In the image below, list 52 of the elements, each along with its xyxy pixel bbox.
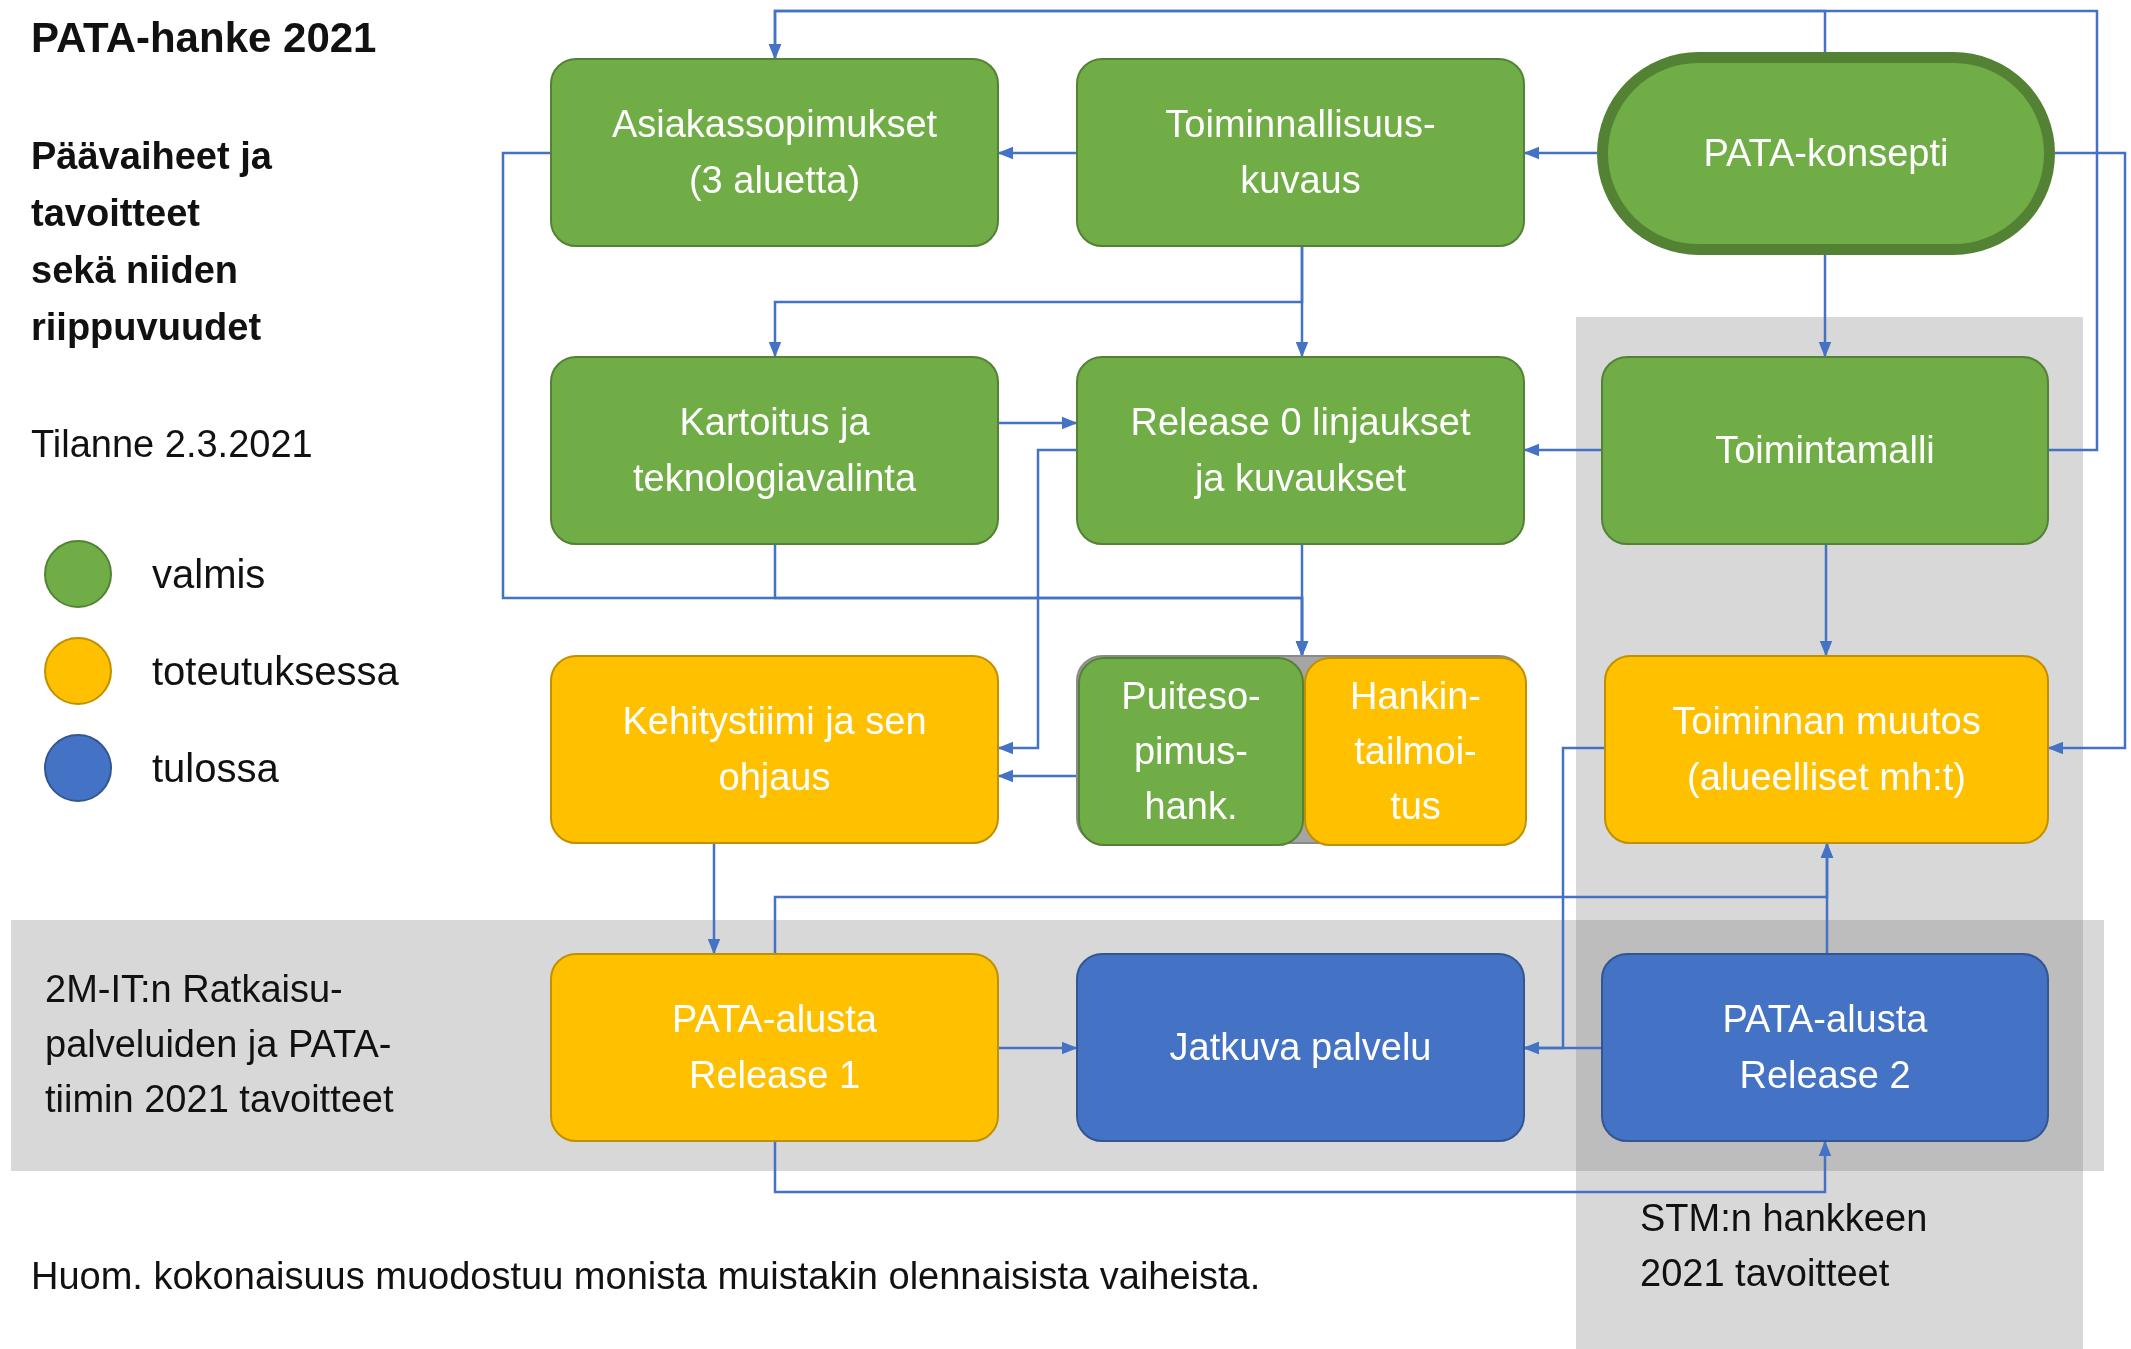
box-label: Toiminnan muutos (alueelliset mh:t) [1671, 699, 1982, 800]
legend-label: tulossa [152, 745, 279, 791]
band-label: STM:n hankkeen 2021 tavoitteet [1640, 1196, 1929, 1297]
arrow [1295, 545, 1309, 657]
box-label: Asiakassopimukset (3 aluetta) [610, 102, 939, 203]
arrow [1820, 842, 1834, 953]
group-box [1076, 655, 1525, 844]
arrow [2047, 151, 2127, 755]
arrow [999, 1041, 1078, 1055]
arrow [1819, 545, 1833, 657]
legend-label: toteutuksessa [152, 648, 399, 694]
arrow [1818, 255, 1832, 358]
band-label: 2M-IT:n Ratkaisu-palveluiden ja PATA-tiimin 2021 tavoitteet [45, 967, 395, 1123]
process-box [550, 655, 999, 844]
arrow [1523, 146, 1597, 160]
box-label: Toiminnallisuus-kuvaus [1164, 102, 1437, 203]
box-label: Toimintamalli [1714, 427, 1936, 473]
process-box [1601, 953, 2049, 1142]
box-label: Kartoitus ja teknologiavalinta [631, 400, 918, 501]
footnote: Huom. kokonaisuus muodostuu monista muistakin olennaisista vaiheista. [31, 1254, 1262, 1299]
arrow [1523, 746, 1604, 1055]
arrow [997, 146, 1076, 160]
box-label: PATA-konsepti [1702, 130, 1950, 176]
process-box [1601, 356, 2049, 545]
arrow [997, 448, 1076, 755]
box-label: Puiteso-pimus-hank. [1120, 673, 1262, 830]
process-box [1076, 356, 1525, 545]
process-box [1604, 655, 2049, 844]
process-box [1076, 953, 1525, 1142]
box-label: PATA-alusta Release 1 [671, 997, 878, 1098]
arrow [707, 844, 721, 955]
box-label: Kehitystiimi ja sen ohjaus [621, 699, 928, 800]
arrow [997, 769, 1076, 783]
arrow [1523, 443, 1601, 457]
process-box [1076, 58, 1525, 247]
process-box [1304, 657, 1527, 846]
legend-label: valmis [152, 551, 266, 597]
title: PATA-hanke 2021 [31, 14, 377, 62]
status-date: Tilanne 2.3.2021 [31, 422, 314, 467]
subtitle: Päävaiheet ja tavoitteet sekä niiden riippuvuudet [31, 134, 273, 350]
process-box [550, 356, 999, 545]
arrow [999, 416, 1078, 430]
arrow [768, 247, 1304, 358]
box-label: Jatkuva palvelu [1168, 1024, 1433, 1070]
process-box [550, 58, 999, 247]
process-box [550, 953, 999, 1142]
arrow [768, 9, 2099, 452]
arrow [773, 1140, 1832, 1194]
box-label: Hankin-tailmoi-tus [1349, 673, 1482, 830]
box-label: PATA-alusta Release 2 [1721, 997, 1929, 1098]
box-label: Release 0 linjaukset ja kuvaukset [1129, 400, 1472, 501]
process-box [1078, 657, 1304, 846]
